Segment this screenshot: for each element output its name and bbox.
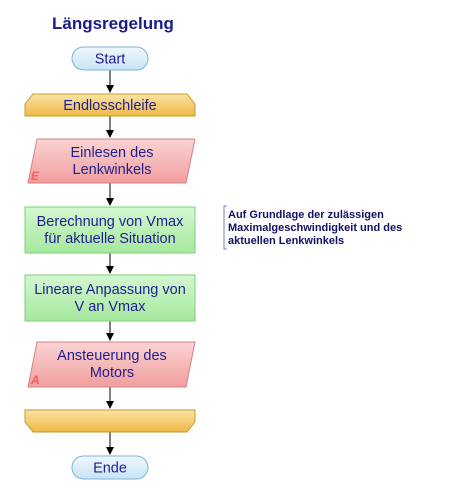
adjust-label-line2: V an Vmax bbox=[75, 299, 147, 315]
comment-line1: Auf Grundlage der zulässigen bbox=[228, 209, 384, 221]
input-label-line1: Einlesen des bbox=[70, 145, 153, 161]
comment-bracket bbox=[223, 205, 227, 250]
compute-node[interactable]: Berechnung von Vmax für aktuelle Situati… bbox=[24, 206, 196, 254]
input-node[interactable]: Einlesen des Lenkwinkels E bbox=[27, 138, 196, 184]
compute-label-line2: für aktuelle Situation bbox=[44, 231, 175, 247]
comment-line2: Maximalgeschwindigkeit und des bbox=[228, 222, 402, 234]
end-node[interactable]: Ende bbox=[71, 455, 149, 480]
start-node[interactable]: Start bbox=[71, 46, 149, 71]
start-label: Start bbox=[95, 52, 126, 68]
output-label-line2: Motors bbox=[90, 365, 134, 381]
end-label: Ende bbox=[93, 461, 127, 477]
output-label-line1: Ansteuerung des bbox=[57, 348, 167, 364]
input-marker: E bbox=[31, 169, 40, 183]
adjust-node[interactable]: Lineare Anpassung von V an Vmax bbox=[24, 274, 196, 322]
output-node[interactable]: Ansteuerung des Motors A bbox=[27, 341, 196, 388]
diagram-title: Längsregelung bbox=[52, 14, 174, 33]
loop-start-label: Endlosschleife bbox=[63, 98, 157, 114]
adjust-label-line1: Lineare Anpassung von bbox=[34, 282, 186, 298]
output-marker: A bbox=[30, 373, 40, 387]
loop-end-node[interactable] bbox=[24, 409, 196, 433]
loop-start-node[interactable]: Endlosschleife bbox=[24, 93, 196, 117]
compute-label-line1: Berechnung von Vmax bbox=[37, 214, 184, 230]
comment: Auf Grundlage der zulässigen Maximalgesc… bbox=[223, 205, 402, 250]
input-label-line2: Lenkwinkels bbox=[73, 162, 152, 178]
comment-line3: aktuellen Lenkwinkels bbox=[228, 235, 344, 247]
